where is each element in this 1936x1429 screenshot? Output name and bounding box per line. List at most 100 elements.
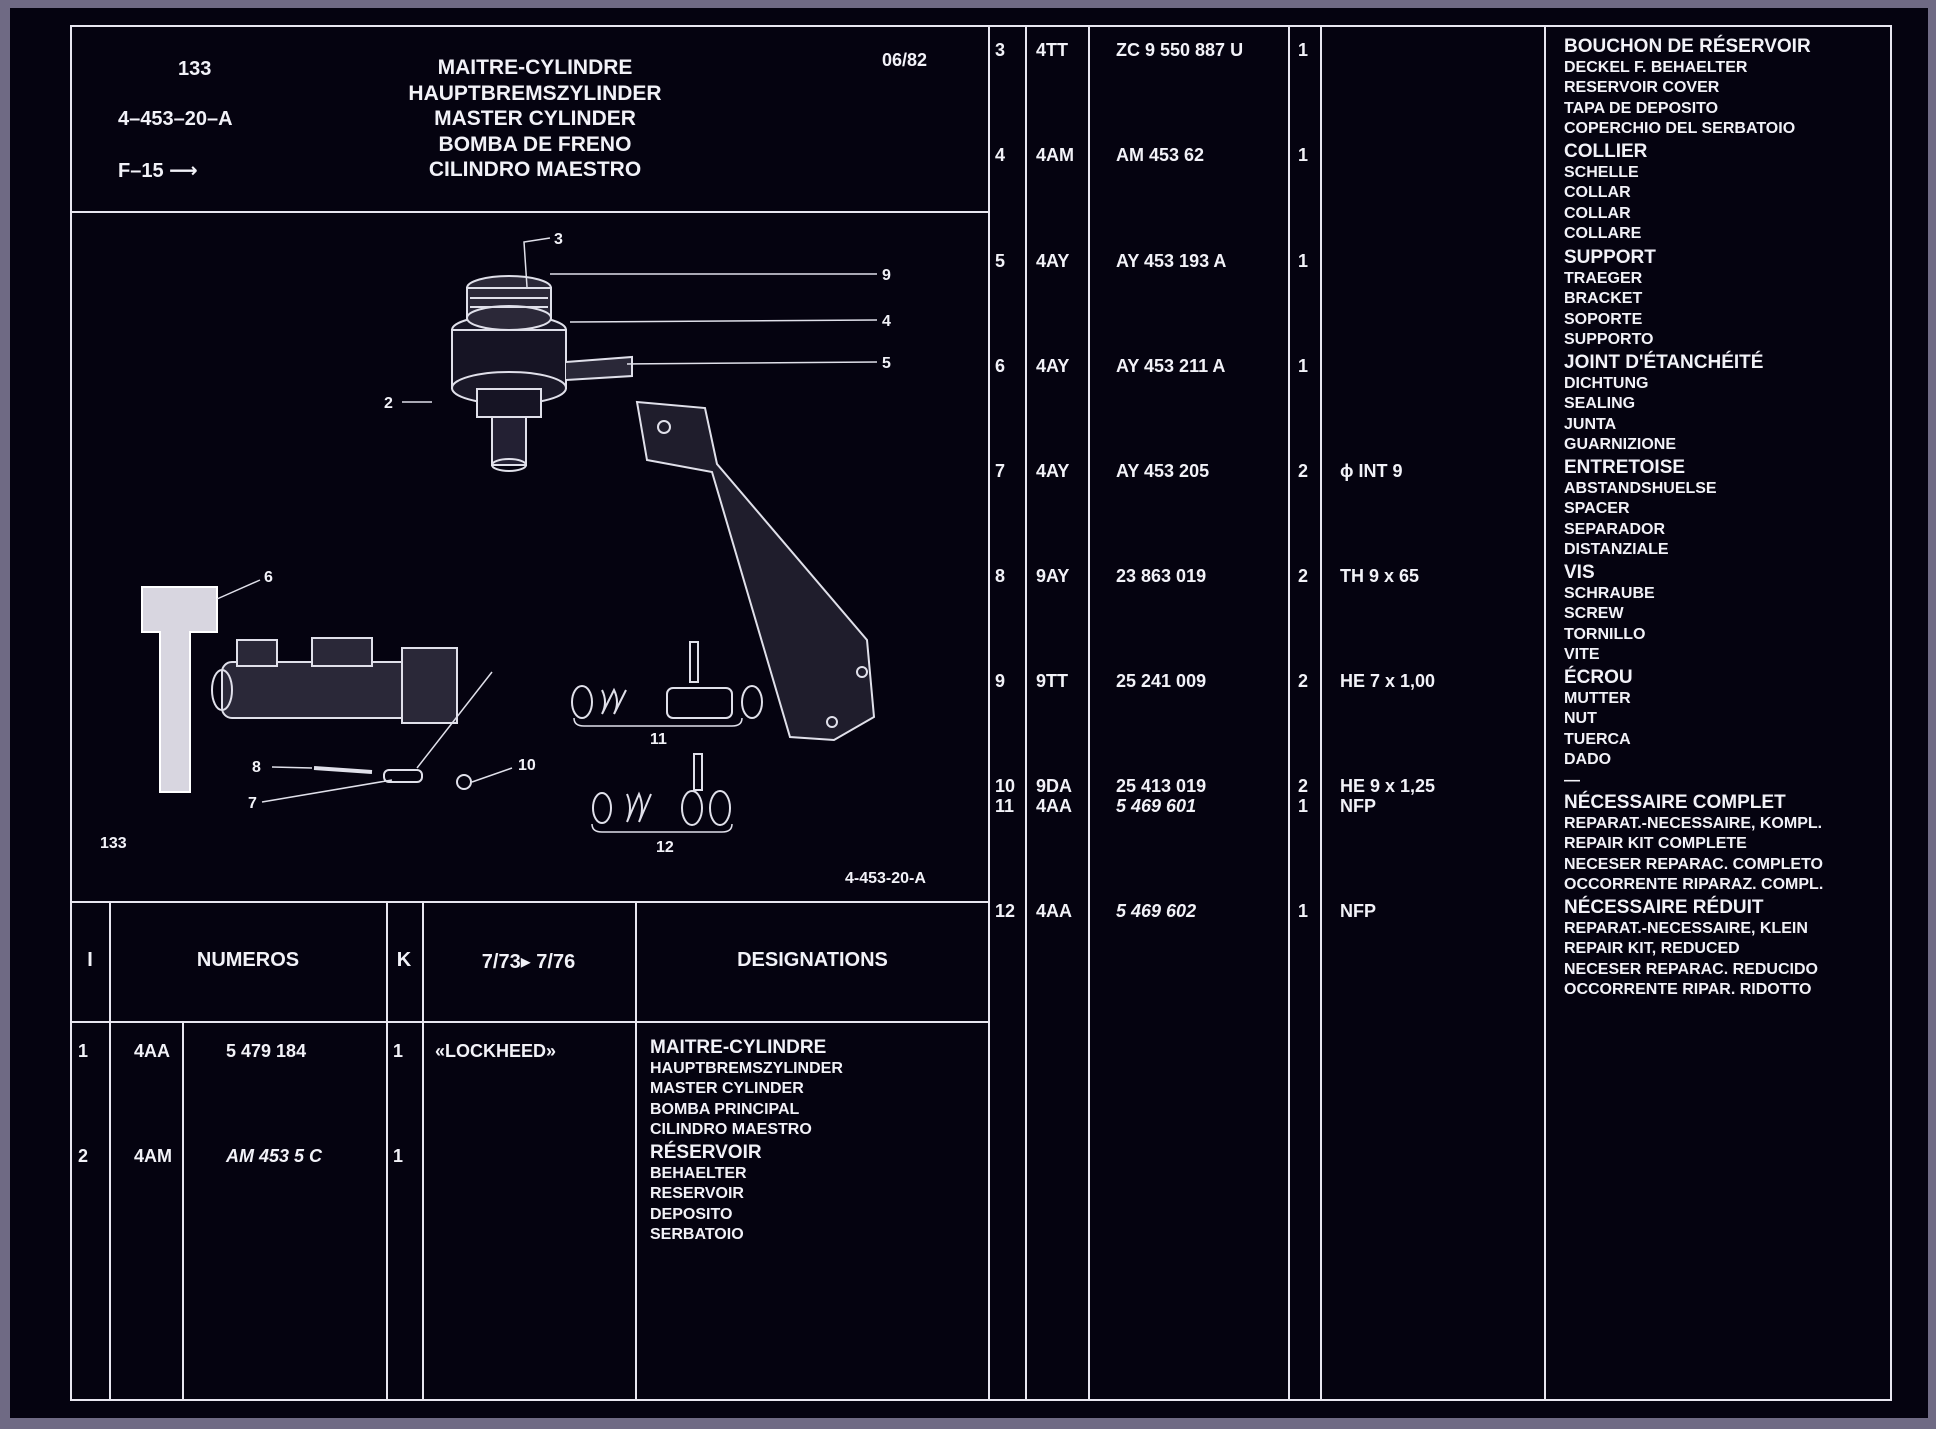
rcol-line-note [1544, 25, 1546, 1401]
part-code: 4AM [134, 1146, 173, 1166]
designation-translation: REPAIR KIT, REDUCED [1564, 940, 1740, 957]
diagram-ref-label: 4-453-20-A [845, 870, 926, 887]
part-number: 25 413 019 [1116, 776, 1207, 796]
designation-translation: SPACER [1564, 500, 1630, 517]
reservoir-cap-drawing [466, 275, 552, 331]
designation-primary: COLLIER [1564, 141, 1648, 162]
part-code: 4AY [1036, 251, 1070, 271]
header-date: 06/82 [882, 50, 928, 70]
part-index: 9 [995, 671, 1006, 691]
col-line-index [109, 901, 111, 1401]
part-note: ϕ INT 9 [1340, 461, 1403, 481]
title-fr: MAITRE-CYLINDRE [437, 56, 633, 79]
part-qty: 1 [1298, 251, 1309, 271]
callout-12: 12 [656, 839, 674, 856]
designation-translation: COLLARE [1564, 225, 1642, 242]
diagram-model-label: 133 [100, 835, 127, 852]
col-line-number [386, 901, 388, 1401]
part-qty: 1 [1298, 356, 1309, 376]
designation-translation: GUARNIZIONE [1564, 436, 1676, 453]
part-number: AY 453 205 [1116, 461, 1210, 481]
designation-translation: SCHRAUBE [1564, 584, 1655, 602]
callout-8: 8 [252, 759, 261, 776]
col-header-qty: K [396, 949, 412, 971]
designation-translation: SOPORTE [1564, 310, 1643, 328]
callout-11: 11 [650, 731, 667, 748]
designation-primary: BOUCHON DE RÉSERVOIR [1564, 36, 1811, 57]
part-note: NFP [1340, 796, 1376, 816]
designation-translation: SERBATOIO [650, 1226, 744, 1243]
callout-7: 7 [248, 795, 257, 812]
designation-translation: SCREW [1564, 605, 1624, 622]
title-de: HAUPTBREMSZYLINDER [408, 81, 662, 105]
designation-translation: TAPA DE DEPOSITO [1564, 99, 1719, 117]
header-titles: MAITRE-CYLINDRE HAUPTBREMSZYLINDER MASTE… [380, 55, 690, 183]
part-index: 3 [995, 40, 1006, 60]
part-code: 9AY [1036, 566, 1070, 586]
part-index: 6 [995, 356, 1006, 376]
part-index: 10 [995, 776, 1016, 796]
col-line-qty [422, 901, 424, 1401]
designation-translation: SUPPORTO [1564, 331, 1654, 348]
callout-10: 10 [518, 757, 536, 774]
designation-translation: BEHAELTER [650, 1164, 747, 1182]
microfiche-sheet: 133 4–453–20–A F–15 ⟶ 06/82 MAITRE-CYLIN… [10, 8, 1928, 1418]
part-qty: 1 [393, 1041, 404, 1061]
designation-translation: REPAIR KIT COMPLETE [1564, 835, 1747, 852]
part-code: 9DA [1036, 776, 1073, 796]
repair-kit-11-drawing [571, 641, 763, 719]
designation-translation: ABSTANDSHUELSE [1564, 479, 1717, 497]
part-index: 1 [78, 1041, 89, 1061]
bracket-drawing [635, 400, 876, 742]
part-code: 4AY [1036, 461, 1070, 481]
diagram-divider [70, 901, 990, 903]
part-qty: 2 [1298, 566, 1309, 586]
part-number: 5 479 184 [226, 1041, 307, 1061]
screw-drawing [313, 766, 373, 774]
part-number: AM 453 5 C [226, 1146, 323, 1166]
part-index: 2 [78, 1146, 89, 1166]
designation-translation: DEPOSITO [650, 1205, 733, 1223]
designation-translation: COPERCHIO DEL SERBATOIO [1564, 120, 1796, 137]
part-qty: 2 [1298, 776, 1309, 796]
designation-translation: DISTANZIALE [1564, 541, 1669, 558]
col-header-designations: DESIGNATIONS [737, 949, 888, 971]
header-group-ref: 4–453–20–A [118, 108, 233, 130]
designation-primary: ENTRETOISE [1564, 457, 1686, 478]
spacer-drawing [383, 769, 423, 783]
callout-4: 4 [882, 313, 891, 330]
master-cylinder-body-drawing [211, 637, 458, 724]
designation-translation: MUTTER [1564, 689, 1631, 707]
part-index: 12 [995, 901, 1016, 921]
designation-translation: TORNILLO [1564, 625, 1646, 643]
part-code: 4AM [1036, 145, 1075, 165]
designation-primary: RÉSERVOIR [650, 1142, 762, 1163]
designation-translation: DADO [1564, 751, 1612, 768]
part-code: 4AA [134, 1041, 171, 1061]
col-header-index: I [87, 949, 93, 971]
designation-primary: SUPPORT [1564, 247, 1656, 268]
designation-translation: COLLAR [1564, 204, 1631, 222]
part-note: HE 9 x 1,25 [1340, 776, 1436, 796]
part-number: ZC 9 550 887 U [1116, 40, 1244, 60]
designation-translation: NECESER REPARAC. REDUCIDO [1564, 960, 1818, 978]
designation-translation: DICHTUNG [1564, 374, 1649, 392]
designation-primary: ÉCROU [1564, 667, 1633, 688]
part-note: «LOCKHEED» [435, 1041, 557, 1061]
designation-translation: COLLAR [1564, 184, 1631, 201]
part-index: 5 [995, 251, 1006, 271]
designation-primary: NÉCESSAIRE RÉDUIT [1564, 897, 1764, 918]
col-header-numbers: NUMEROS [196, 949, 300, 971]
designation-translation: — [1564, 771, 1580, 789]
part-index: 8 [995, 566, 1006, 586]
part-number: AY 453 193 A [1116, 251, 1227, 271]
callout-6: 6 [264, 569, 273, 586]
repair-kit-12-drawing [592, 753, 731, 826]
rcol-line-qty [1320, 25, 1322, 1401]
